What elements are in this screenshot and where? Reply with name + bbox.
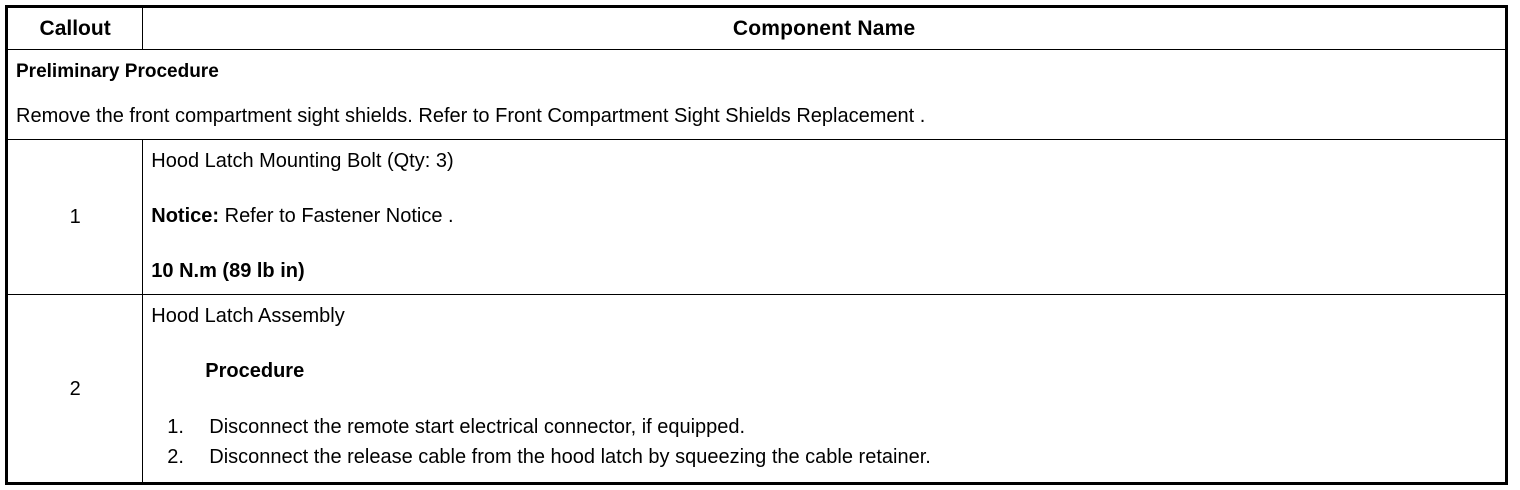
- callout-number: 1: [5, 139, 144, 295]
- notice-text: Refer to Fastener Notice .: [219, 205, 454, 227]
- list-item: Disconnect the remote start electrical c…: [167, 412, 746, 442]
- list-item: Disconnect the release cable from the ho…: [167, 442, 931, 472]
- torque-specification: 10 N.m (89 lb in): [151, 260, 305, 282]
- preliminary-procedure-text: Remove the front compartment sight shiel…: [16, 105, 926, 127]
- preliminary-procedure-title: Preliminary Procedure: [16, 61, 219, 82]
- table-header-row: Callout Component Name: [5, 6, 1507, 50]
- component-detail-cell: Hood Latch Mounting Bolt (Qty: 3) Notice…: [142, 139, 1507, 295]
- procedure-sub-heading: Procedure: [205, 360, 305, 382]
- component-detail-cell: Hood Latch Assembly Procedure Disconnect…: [142, 294, 1507, 484]
- column-header-callout: Callout: [5, 6, 144, 50]
- component-title: Hood Latch Mounting Bolt (Qty: 3): [151, 150, 454, 172]
- component-specification-table: Callout Component Name Preliminary Proce…: [5, 5, 1508, 485]
- preliminary-procedure-cell: Preliminary Procedure Remove the front c…: [6, 49, 1507, 140]
- table-row: 2 Hood Latch Assembly Procedure Disconne…: [5, 294, 1507, 484]
- callout-number: 2: [5, 294, 144, 484]
- procedure-step-list: Disconnect the remote start electrical c…: [151, 412, 1505, 472]
- preliminary-procedure-row: Preliminary Procedure Remove the front c…: [6, 49, 1507, 140]
- column-header-component-name: Component Name: [142, 6, 1507, 50]
- notice-label: Notice:: [151, 205, 220, 227]
- table-row: 1 Hood Latch Mounting Bolt (Qty: 3) Noti…: [5, 139, 1507, 295]
- notice-line: Notice: Refer to Fastener Notice .: [151, 203, 1505, 229]
- component-title: Hood Latch Assembly: [151, 305, 345, 327]
